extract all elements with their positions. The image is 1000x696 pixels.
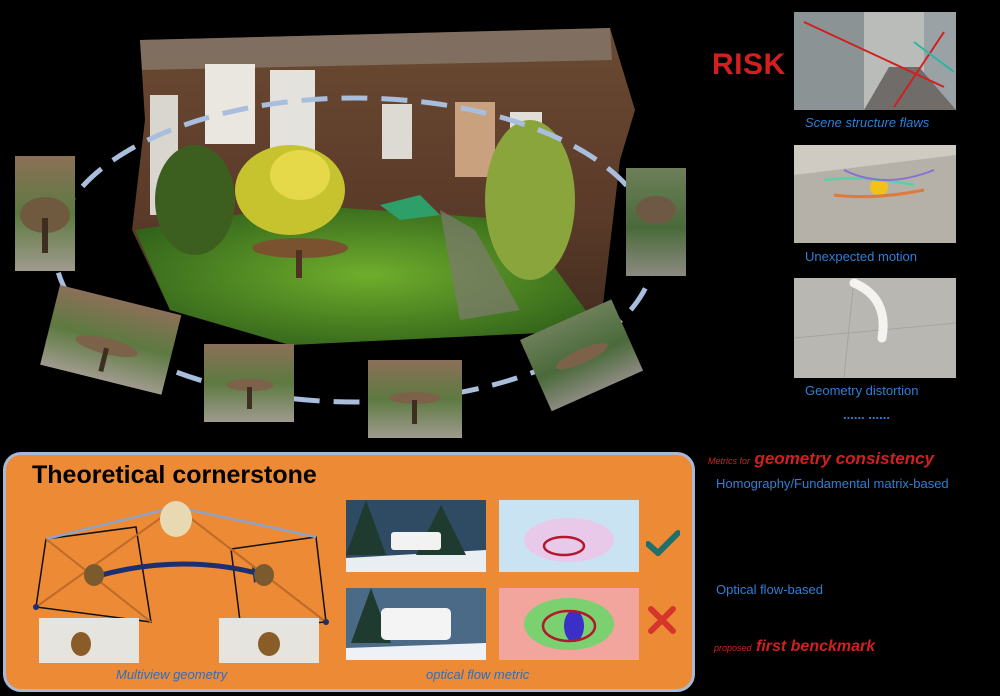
panel-title: Theoretical cornerstone [32,461,317,489]
car-frame-bad [346,588,486,660]
risk-image-distortion [794,278,956,378]
risk-title: RISK [712,48,786,81]
proposed-emphasis: first benckmark [755,638,876,655]
risk-image-motion [794,145,956,243]
flow-map-bad [499,588,639,660]
risk-ellipsis: ...... ...... [843,407,890,422]
jar-view-left [39,618,139,663]
point-cloud [132,28,635,345]
cornerstone-panel: Theoretical cornerstone Multiview geomet… [3,452,695,692]
cross-icon [648,606,676,634]
metric-optical-flow: Optical flow-based [716,582,823,597]
camera-view-1 [40,285,182,395]
metrics-prefix: Metrics for [708,456,751,466]
multiview-geometry-diagram [33,501,329,630]
metrics-heading: Metrics for geometry consistency [708,449,934,469]
camera-view-2 [204,344,294,422]
metric-homography: Homography/Fundamental matrix-based [716,476,949,491]
risk-caption-motion: Unexpected motion [805,249,918,264]
camera-view-3 [368,360,462,438]
risk-caption-scene: Scene structure flaws [805,115,930,130]
jar-view-right [219,618,319,663]
proposed-prefix: proposed [714,643,752,653]
risk-image-scene [794,12,956,110]
camera-view-left [15,156,75,271]
check-icon [646,530,680,556]
camera-view-4 [520,299,644,412]
flow-caption: optical flow metric [426,667,530,682]
multiview-caption: Multiview geometry [116,667,228,682]
metrics-emphasis: geometry consistency [754,449,934,468]
camera-view-right [626,168,686,276]
scene-reconstruction [15,28,686,438]
proposed-benchmark: proposed first benckmark [714,638,875,656]
car-frame-good [346,500,486,572]
flow-map-good [499,500,639,572]
risk-caption-distortion: Geometry distortion [805,383,919,398]
